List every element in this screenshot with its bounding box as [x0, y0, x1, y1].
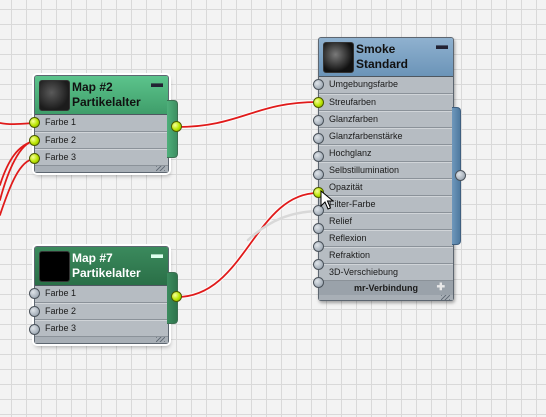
socket-map2-farbe3[interactable] [29, 153, 40, 164]
node-map7-header[interactable]: Map #7 Partikelalter ▬ [35, 247, 168, 286]
node-map2-title: Map #2 Partikelalter [72, 80, 141, 109]
slot-hochglanz[interactable]: Hochglanz [319, 145, 453, 162]
slot-farbe-3[interactable]: Farbe 3 [35, 149, 168, 166]
node-map7-slots: Farbe 1 Farbe 2 Farbe 3 [35, 286, 168, 337]
node-map2-footer [35, 166, 168, 172]
minus-icon[interactable]: ▬ [151, 76, 163, 90]
slot-farbe-3[interactable]: Farbe 3 [35, 320, 168, 337]
plus-icon[interactable]: ✚ [436, 282, 445, 293]
socket-glanzfarben[interactable] [313, 115, 324, 126]
socket-map7-farbe1[interactable] [29, 288, 40, 299]
node-map7[interactable]: Map #7 Partikelalter ▬ Farbe 1 Farbe 2 F… [34, 246, 169, 344]
wire-in-farbe2 [0, 140, 35, 201]
slot-glanzfarbenstaerke[interactable]: Glanzfarbenstärke [319, 128, 453, 145]
slot-filter-farbe[interactable]: Filter-Farbe [319, 196, 453, 213]
socket-hochglanz[interactable] [313, 151, 324, 162]
resize-grip-icon[interactable] [441, 295, 450, 300]
slot-farbe-2[interactable]: Farbe 2 [35, 303, 168, 320]
socket-relief[interactable] [313, 223, 324, 234]
socket-refraktion[interactable] [313, 259, 324, 270]
node-map7-footer [35, 337, 168, 343]
slot-3d-verschiebung[interactable]: 3D-Verschiebung [319, 264, 453, 281]
socket-map2-farbe2[interactable] [29, 135, 40, 146]
node-smoke-slots: Umgebungsfarbe Streufarben Glanzfarben G… [319, 77, 453, 281]
socket-map7-farbe3[interactable] [29, 324, 40, 335]
socket-smoke-output[interactable] [455, 170, 466, 181]
node-smoke-title: Smoke Standard [356, 42, 409, 71]
node-map2-slots: Farbe 1 Farbe 2 Farbe 3 [35, 115, 168, 166]
socket-umgebungsfarbe[interactable] [313, 79, 324, 90]
minus-icon[interactable]: ▬ [436, 38, 448, 52]
wire-ghost-filter [246, 209, 320, 242]
socket-3d-verschiebung[interactable] [313, 277, 324, 288]
node-smoke-bottom-strip [319, 295, 453, 300]
resize-grip-icon[interactable] [156, 337, 165, 342]
socket-filter-farbe[interactable] [313, 205, 324, 216]
socket-map7-farbe2[interactable] [29, 306, 40, 317]
slot-umgebungsfarbe[interactable]: Umgebungsfarbe [319, 77, 453, 94]
node-smoke-footer[interactable]: mr-Verbindung ✚ [319, 281, 453, 295]
node-smoke-header[interactable]: Smoke Standard ▬ [319, 38, 453, 77]
arrow-cursor-icon [320, 190, 334, 210]
node-smoke-standard[interactable]: Smoke Standard ▬ Umgebungsfarbe Streufar… [318, 37, 454, 301]
map7-preview-thumbnail [39, 251, 70, 282]
slot-streufarben[interactable]: Streufarben [319, 94, 453, 111]
socket-reflexion[interactable] [313, 241, 324, 252]
slot-reflexion[interactable]: Reflexion [319, 230, 453, 247]
socket-streufarben[interactable] [313, 97, 324, 108]
slot-glanzfarben[interactable]: Glanzfarben [319, 111, 453, 128]
socket-map2-output[interactable] [171, 121, 182, 132]
socket-selbstillumination[interactable] [313, 169, 324, 180]
wire-map2-to-streufarben [175, 100, 320, 129]
resize-grip-icon[interactable] [156, 166, 165, 171]
socket-map7-output[interactable] [171, 291, 182, 302]
slot-selbstillumination[interactable]: Selbstillumination [319, 162, 453, 179]
socket-map2-farbe1[interactable] [29, 117, 40, 128]
minus-icon[interactable]: ▬ [151, 247, 163, 261]
wire-in-farbe3 [0, 158, 35, 216]
slot-farbe-1[interactable]: Farbe 1 [35, 115, 168, 132]
slot-refraktion[interactable]: Refraktion [319, 247, 453, 264]
node-map2-header[interactable]: Map #2 Partikelalter ▬ [35, 76, 168, 115]
slot-farbe-2[interactable]: Farbe 2 [35, 132, 168, 149]
footer-label: mr-Verbindung [353, 283, 418, 293]
slot-opazitaet[interactable]: Opazität [319, 179, 453, 196]
wire-map7-to-opazitaet [175, 191, 320, 299]
socket-glanzfarbenstaerke[interactable] [313, 133, 324, 144]
node-map2[interactable]: Map #2 Partikelalter ▬ Farbe 1 Farbe 2 F… [34, 75, 169, 173]
slot-relief[interactable]: Relief [319, 213, 453, 230]
map2-preview-thumbnail [39, 80, 70, 111]
slot-farbe-1[interactable]: Farbe 1 [35, 286, 168, 303]
node-map7-title: Map #7 Partikelalter [72, 251, 141, 280]
smoke-preview-thumbnail [323, 42, 354, 73]
